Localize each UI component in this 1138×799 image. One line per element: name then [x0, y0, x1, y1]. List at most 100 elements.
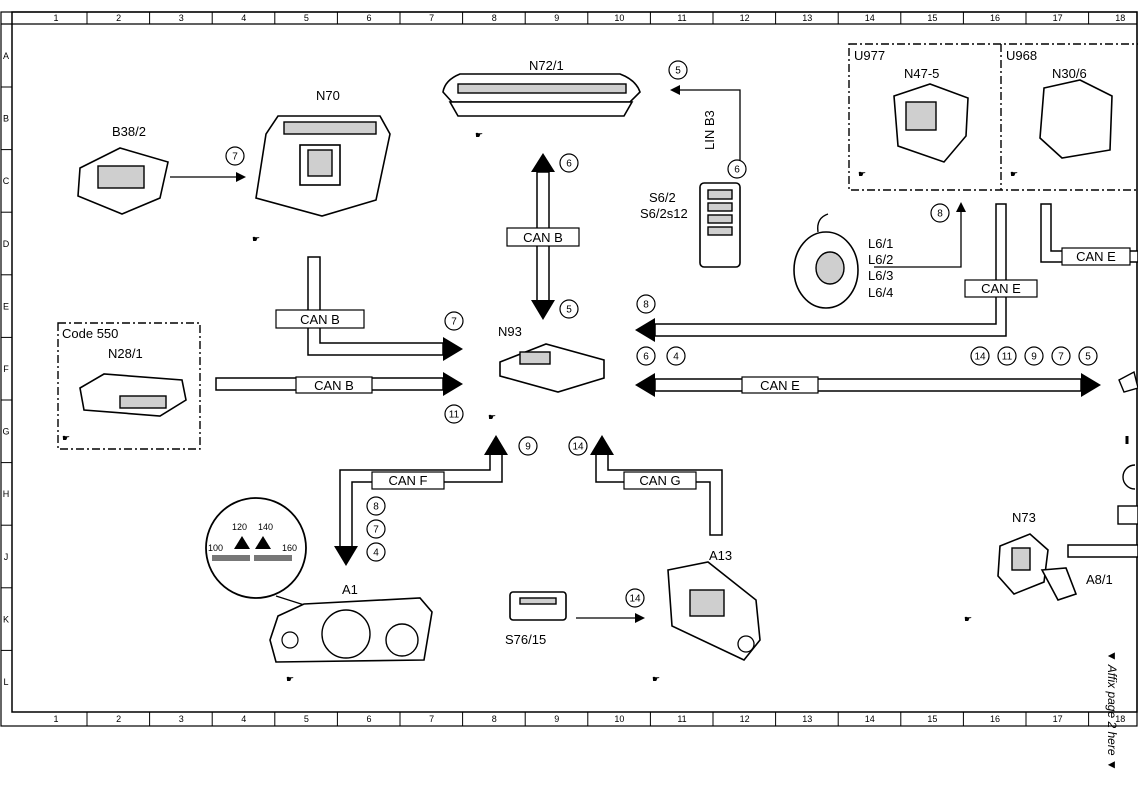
svg-text:L6/1: L6/1: [868, 236, 893, 251]
column-label: 15: [927, 714, 937, 724]
arrow-u977-to-n93: [635, 318, 655, 342]
svg-text:9: 9: [1031, 352, 1037, 363]
column-ruler: 1122334455667788991010111112121313141415…: [53, 12, 1125, 726]
row-label: C: [3, 176, 10, 186]
svg-text:14: 14: [629, 594, 641, 605]
svg-text:6: 6: [566, 159, 572, 170]
info-icon: ☛: [858, 169, 866, 179]
info-icon: ☛: [475, 130, 483, 140]
arrow-n28-to-n93: [443, 372, 463, 396]
column-label: 18: [1115, 13, 1125, 23]
callout-c14-cang: 14: [568, 436, 588, 456]
callout-c6-canb: 6: [559, 153, 579, 173]
n73-bus: [1067, 544, 1138, 558]
column-label: 14: [865, 714, 875, 724]
callout-c4-n93: 4: [666, 346, 686, 366]
grid-frame: [0, 11, 1138, 727]
callout-c5-e: 5: [1078, 346, 1098, 366]
can-e-main-label: CAN E: [741, 376, 819, 394]
svg-text:Code 550: Code 550: [62, 326, 118, 341]
arrow-cane-right: [1081, 373, 1101, 397]
svg-text:CAN B: CAN B: [300, 312, 340, 327]
svg-text:U968: U968: [1006, 48, 1037, 63]
bus-arrowheads: [334, 153, 1101, 566]
n72-1-component: N72/1 ☛: [442, 58, 641, 140]
column-label: 2: [116, 13, 121, 23]
callout-c11-n28: 11: [444, 404, 464, 424]
callout-c5-top: 5: [668, 60, 688, 80]
svg-text:14: 14: [974, 352, 986, 363]
callout-c8-a1: 8: [366, 496, 386, 516]
row-label: E: [3, 301, 9, 311]
can-e-main-bus: [654, 378, 1082, 392]
svg-text:100: 100: [208, 543, 223, 553]
callout-c8-cane: 8: [636, 294, 656, 314]
info-icon: ☛: [652, 674, 660, 684]
callout-c6-lin: 6: [727, 159, 747, 179]
column-label: 12: [740, 714, 750, 724]
s76-15-component: S76/15: [505, 591, 567, 647]
column-label: 18: [1115, 714, 1125, 724]
svg-text:U977: U977: [854, 48, 885, 63]
edge-marks: [1117, 370, 1138, 525]
arrow-canf-up: [484, 435, 508, 455]
svg-text:7: 7: [232, 152, 238, 163]
can-f-label: CAN F: [371, 471, 445, 490]
svg-text:S6/2: S6/2: [649, 190, 676, 205]
svg-text:L6/2: L6/2: [868, 252, 893, 267]
svg-text:A13: A13: [709, 548, 732, 563]
svg-text:7: 7: [373, 525, 379, 536]
svg-text:4: 4: [673, 352, 679, 363]
l6-sensor-component: L6/1 L6/2 L6/3 L6/4: [793, 213, 893, 309]
svg-text:L6/3: L6/3: [868, 268, 893, 283]
info-icon: ☛: [286, 674, 294, 684]
column-label: 2: [116, 714, 121, 724]
column-label: 5: [304, 13, 309, 23]
column-label: 1: [53, 714, 58, 724]
svg-text:N28/1: N28/1: [108, 346, 143, 361]
callout-c11-e: 11: [997, 346, 1017, 366]
callout-c9-e: 9: [1024, 346, 1044, 366]
row-label: B: [3, 114, 9, 124]
svg-text:N47-5: N47-5: [904, 66, 939, 81]
column-label: 5: [304, 714, 309, 724]
column-label: 10: [614, 714, 624, 724]
svg-text:N30/6: N30/6: [1052, 66, 1087, 81]
svg-text:6: 6: [643, 352, 649, 363]
svg-text:N70: N70: [316, 88, 340, 103]
svg-text:7: 7: [451, 317, 457, 328]
can-b-n70-label: CAN B: [275, 309, 365, 329]
column-label: 14: [865, 13, 875, 23]
column-label: 8: [492, 13, 497, 23]
column-label: 10: [614, 13, 624, 23]
callout-c7-b38: 7: [225, 146, 245, 166]
column-label: 8: [492, 714, 497, 724]
callout-c14-s76: 14: [625, 588, 645, 608]
row-label: J: [4, 552, 9, 562]
can-b-n28-label: CAN B: [295, 376, 373, 394]
lin-b3-label: LIN B3: [702, 110, 717, 150]
info-icon: ☛: [1010, 169, 1018, 179]
can-g-bus: [595, 451, 723, 536]
svg-text:CAN F: CAN F: [389, 473, 428, 488]
s6-2-component: S6/2 S6/2s12: [640, 182, 741, 268]
column-label: 11: [677, 13, 686, 23]
svg-text:B38/2: B38/2: [112, 124, 146, 139]
row-label: G: [2, 427, 9, 437]
svg-text:A8/1: A8/1: [1086, 572, 1113, 587]
svg-text:CAN E: CAN E: [981, 281, 1021, 296]
svg-text:8: 8: [643, 300, 649, 311]
column-label: 7: [429, 13, 434, 23]
column-label: 11: [677, 714, 686, 724]
row-label: K: [3, 614, 9, 624]
callout-c9-canf: 9: [518, 436, 538, 456]
column-label: 9: [554, 13, 559, 23]
svg-text:5: 5: [675, 66, 681, 77]
row-label: D: [3, 239, 10, 249]
svg-text:S76/15: S76/15: [505, 632, 546, 647]
callout-c7-e: 7: [1051, 346, 1071, 366]
info-icon: ☛: [252, 234, 260, 244]
